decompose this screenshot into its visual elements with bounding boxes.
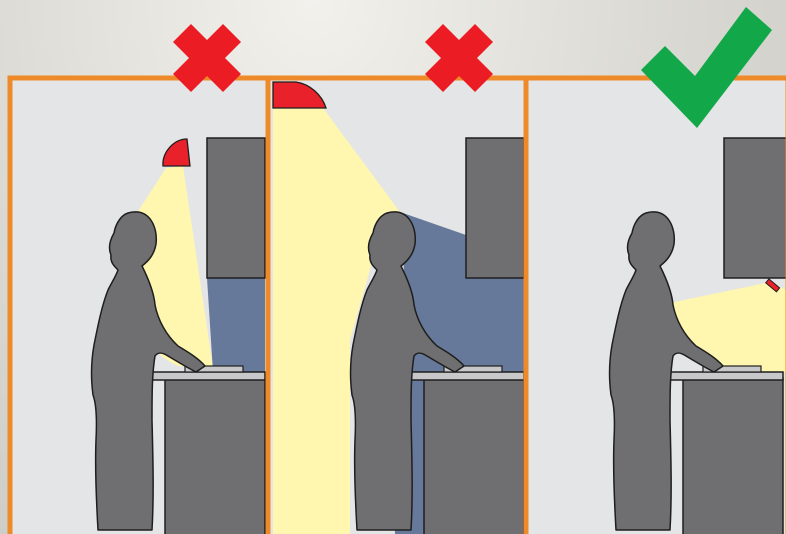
shadow-area [207,278,265,372]
panel-ceiling-wall-light [268,78,526,534]
wall-cabinet [207,138,265,278]
panel-under-cabinet-light [526,78,786,534]
wall-cabinet [724,138,786,278]
kitchen-counter [152,366,265,534]
kitchen-counter [411,366,524,534]
kitchen-counter [670,366,783,534]
wall-cabinet [466,138,524,278]
panel-ceiling-pendant-light [10,78,268,534]
